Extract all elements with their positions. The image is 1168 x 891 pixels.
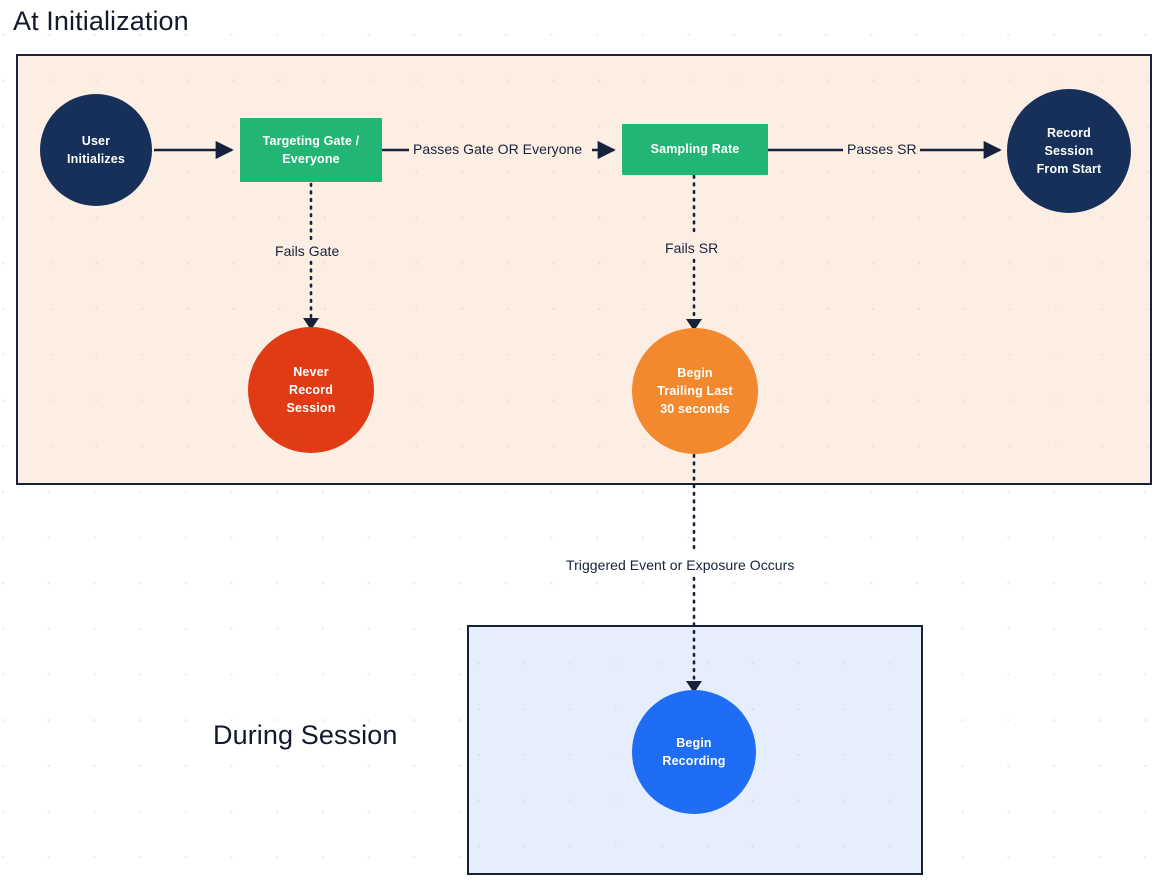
edge-label-fails-sr: Fails SR xyxy=(665,240,719,256)
node-begin-trailing-last-30-seconds[interactable]: Begin Trailing Last 30 seconds xyxy=(632,328,758,454)
section-title-during-session: During Session xyxy=(213,720,398,750)
node-targeting-gate[interactable]: Targeting Gate / Everyone xyxy=(240,118,382,182)
node-user-initializes[interactable]: User Initializes xyxy=(40,94,152,206)
lane-at-initialization xyxy=(16,54,1152,485)
node-begin-recording[interactable]: Begin Recording xyxy=(632,690,756,814)
section-title-at-initialization: At Initialization xyxy=(13,6,189,36)
edge-label-passes-gate-or-everyone: Passes Gate OR Everyone xyxy=(411,141,585,157)
node-record-session-from-start[interactable]: Record Session From Start xyxy=(1007,89,1131,213)
edge-label-triggered-event-or-exposure-occurs: Triggered Event or Exposure Occurs xyxy=(566,557,795,573)
edge-label-fails-gate: Fails Gate xyxy=(275,243,340,259)
node-never-record-session[interactable]: Never Record Session xyxy=(248,327,374,453)
node-sampling-rate[interactable]: Sampling Rate xyxy=(622,124,768,175)
edge-label-passes-sr: Passes SR xyxy=(845,141,919,157)
dot-grid-pattern xyxy=(18,56,1150,483)
